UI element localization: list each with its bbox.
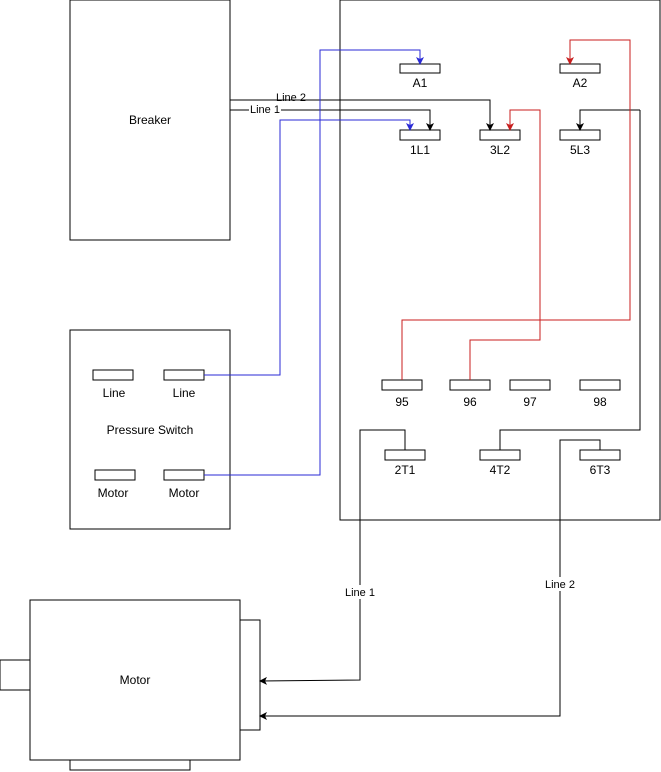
label-4t2: 4T2 [490,463,511,477]
terminal-1l1 [399,129,441,141]
terminal-a1 [399,63,441,74]
motor-base [69,759,191,771]
wire-labels: Line 2 Line 1 Line 1 Line 2 [249,92,578,599]
ps-motor-label-right: Motor [169,486,200,500]
motor-label: Motor [120,673,151,687]
motor: Motor [0,599,261,771]
pressure-switch-body [69,329,231,530]
wire-95-to-a2 [401,39,631,380]
motor-body [29,599,241,761]
ps-line-terminal-right [163,369,205,381]
wire-ps-motor-to-a1 [204,49,424,476]
wire-label-bg-line1 [249,104,281,116]
breaker: Breaker [69,0,231,241]
wire-label-breaker-line2: Line 2 [276,92,306,104]
wire-label-motor-line2: Line 2 [545,579,575,591]
terminal-98 [579,379,621,391]
wire-breaker-line1-to-1l1 [230,109,434,131]
label-96: 96 [463,395,477,409]
label-1l1: 1L1 [410,143,430,157]
switch-wires [204,49,424,476]
label-5l3: 5L3 [570,143,590,157]
wire-4t2-loop [499,110,641,450]
label-98: 98 [593,395,607,409]
pressure-switch-label: Pressure Switch [107,423,194,437]
terminal-6t3 [579,449,621,461]
ps-line-label-left: Line [103,386,126,400]
terminal-96 [449,379,491,391]
wire-label-bg-motor-line1 [342,585,378,599]
label-3l2: 3L2 [490,143,510,157]
wire-ps-line-to-1l1 [204,119,414,376]
terminal-95 [381,379,423,391]
wire-label-breaker-line1: Line 1 [250,104,280,116]
label-97: 97 [523,395,537,409]
terminal-4t2 [479,449,521,461]
terminal-5l3 [559,129,601,141]
ps-motor-terminal-right [163,469,205,481]
control-wires [401,39,631,380]
ps-motor-label-left: Motor [98,486,129,500]
ps-line-terminal-left [92,369,134,381]
label-a2: A2 [573,76,588,90]
wire-label-motor-line1: Line 1 [345,587,375,599]
breaker-body [69,0,231,241]
pressure-switch: Line Line Pressure Switch Motor Motor [69,329,231,530]
wire-label-bg-motor-line2 [542,577,578,591]
label-2t1: 2T1 [395,463,416,477]
terminal-a2 [559,63,601,74]
terminal-3l2 [479,129,521,141]
wire-6t3-to-motor [259,439,601,720]
motor-shaft [0,659,31,691]
label-a1: A1 [413,76,428,90]
ps-motor-terminal-left [94,469,136,481]
wire-2t1-to-motor [259,429,406,685]
wire-96-to-3l2 [469,109,541,380]
wire-breaker-line2-to-3l2 [230,99,494,131]
ps-line-label-right: Line [173,386,196,400]
label-6t3: 6T3 [590,463,611,477]
wire-to-5l3 [576,109,640,131]
motor-terminal-box [239,619,261,731]
power-wires [230,99,641,720]
terminal-97 [509,379,551,391]
label-95: 95 [395,395,409,409]
breaker-label: Breaker [129,113,171,127]
terminal-2t1 [384,449,426,461]
